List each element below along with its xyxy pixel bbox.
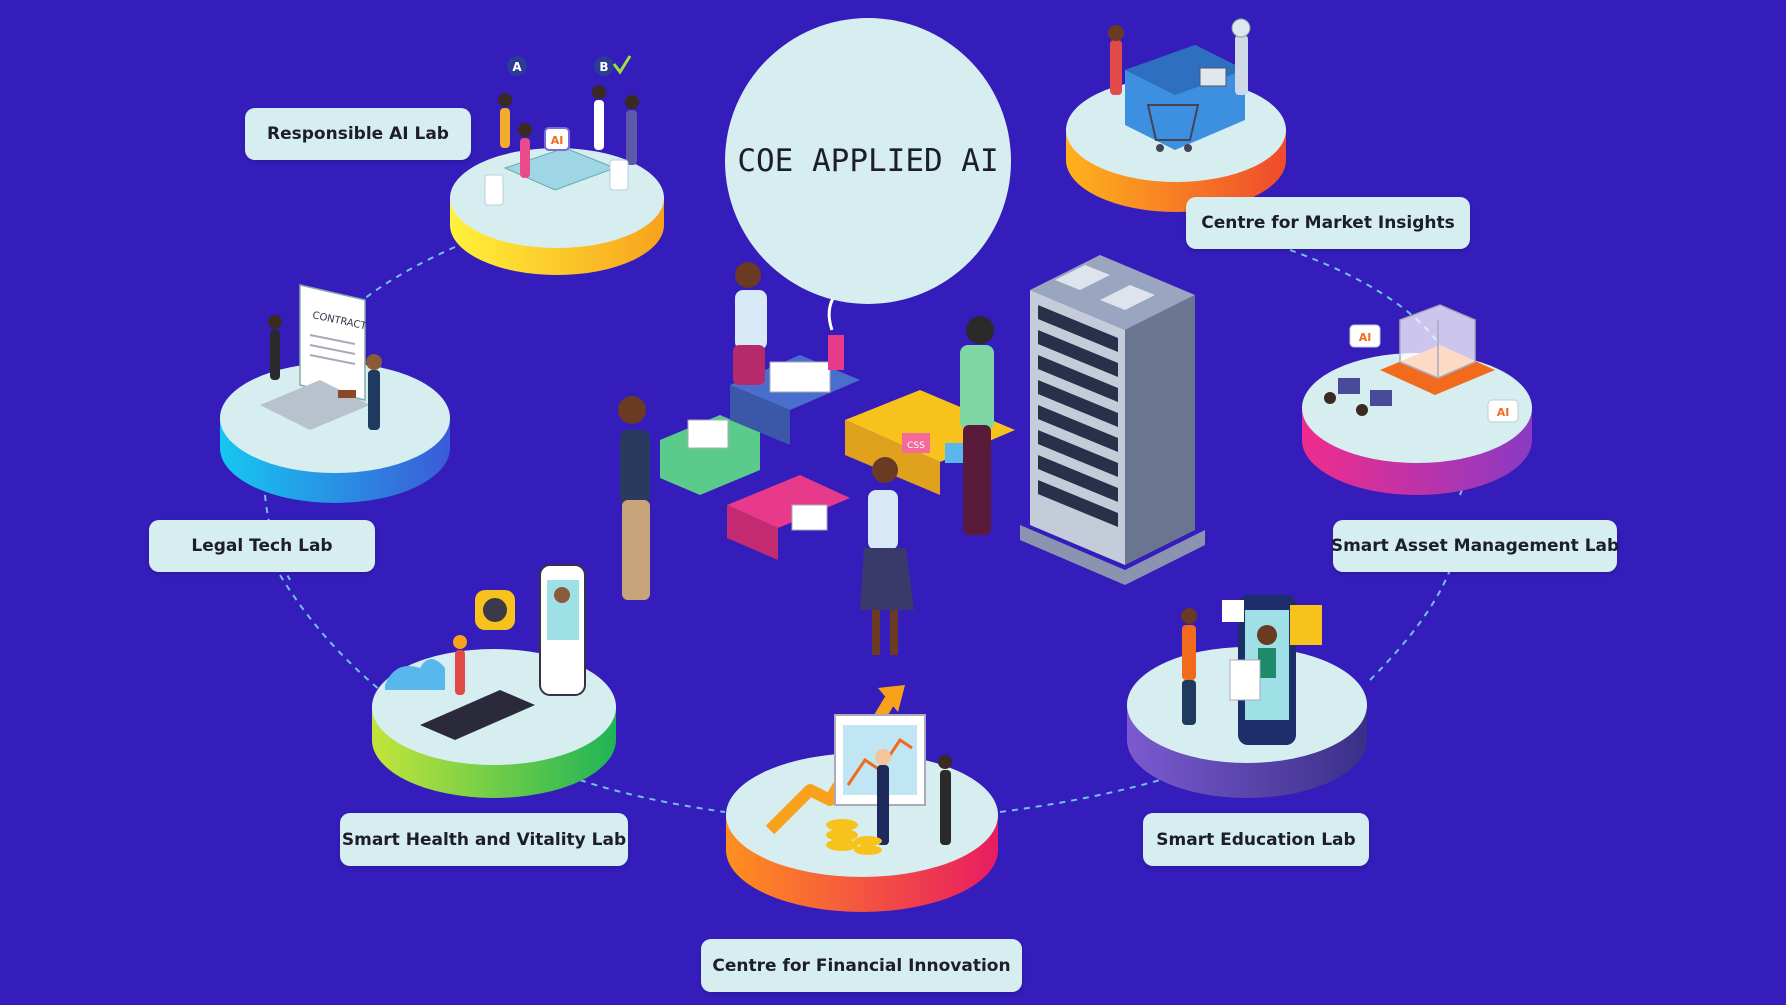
- hub-title-circle: COE APPLIED AI: [725, 18, 1011, 304]
- smart-factory-icon: AI AI: [1324, 304, 1519, 423]
- platform-market-insights: [1066, 18, 1286, 212]
- ai-badge-right-text: AI: [1497, 406, 1510, 419]
- label-smart-asset-management-lab: Smart Asset Management Lab: [1331, 520, 1619, 572]
- platform-responsible-ai: AI A B: [450, 55, 664, 275]
- platform-smart-asset: AI AI: [1302, 304, 1532, 495]
- badge-a-text: A: [512, 60, 522, 74]
- label-smart-health-vitality-lab: Smart Health and Vitality Lab: [340, 813, 628, 866]
- hub-title: COE APPLIED AI: [737, 143, 999, 179]
- label-smart-education-lab: Smart Education Lab: [1143, 813, 1369, 866]
- ai-badge-text: AI: [551, 134, 564, 147]
- treadmill-smartwatch-icon: [385, 564, 586, 740]
- online-learning-icon: [1181, 595, 1322, 745]
- ai-badge-left-text: AI: [1359, 331, 1372, 344]
- checkout-robot-icon: [1108, 18, 1251, 152]
- platform-education: [1127, 595, 1367, 798]
- meeting-table-icon: AI: [484, 85, 639, 206]
- label-centre-financial-innovation: Centre for Financial Innovation: [701, 939, 1022, 992]
- label-legal-tech-lab: Legal Tech Lab: [149, 520, 375, 572]
- puzzle-team-icon: CSS: [618, 262, 1015, 655]
- label-centre-market-insights: Centre for Market Insights: [1186, 197, 1470, 249]
- platform-health-vitality: [372, 564, 616, 798]
- platform-legal-tech: CONTRACT: [220, 284, 450, 503]
- badge-b-text: B: [599, 60, 608, 74]
- contract-laptop-icon: CONTRACT: [260, 284, 382, 430]
- css-tag-text: CSS: [907, 441, 925, 451]
- check-icon: [612, 55, 632, 75]
- finance-growth-icon: [765, 685, 952, 855]
- server-rack-icon: [1020, 255, 1205, 585]
- platform-financial-innovation: [726, 685, 998, 912]
- label-responsible-ai-lab: Responsible AI Lab: [245, 108, 471, 160]
